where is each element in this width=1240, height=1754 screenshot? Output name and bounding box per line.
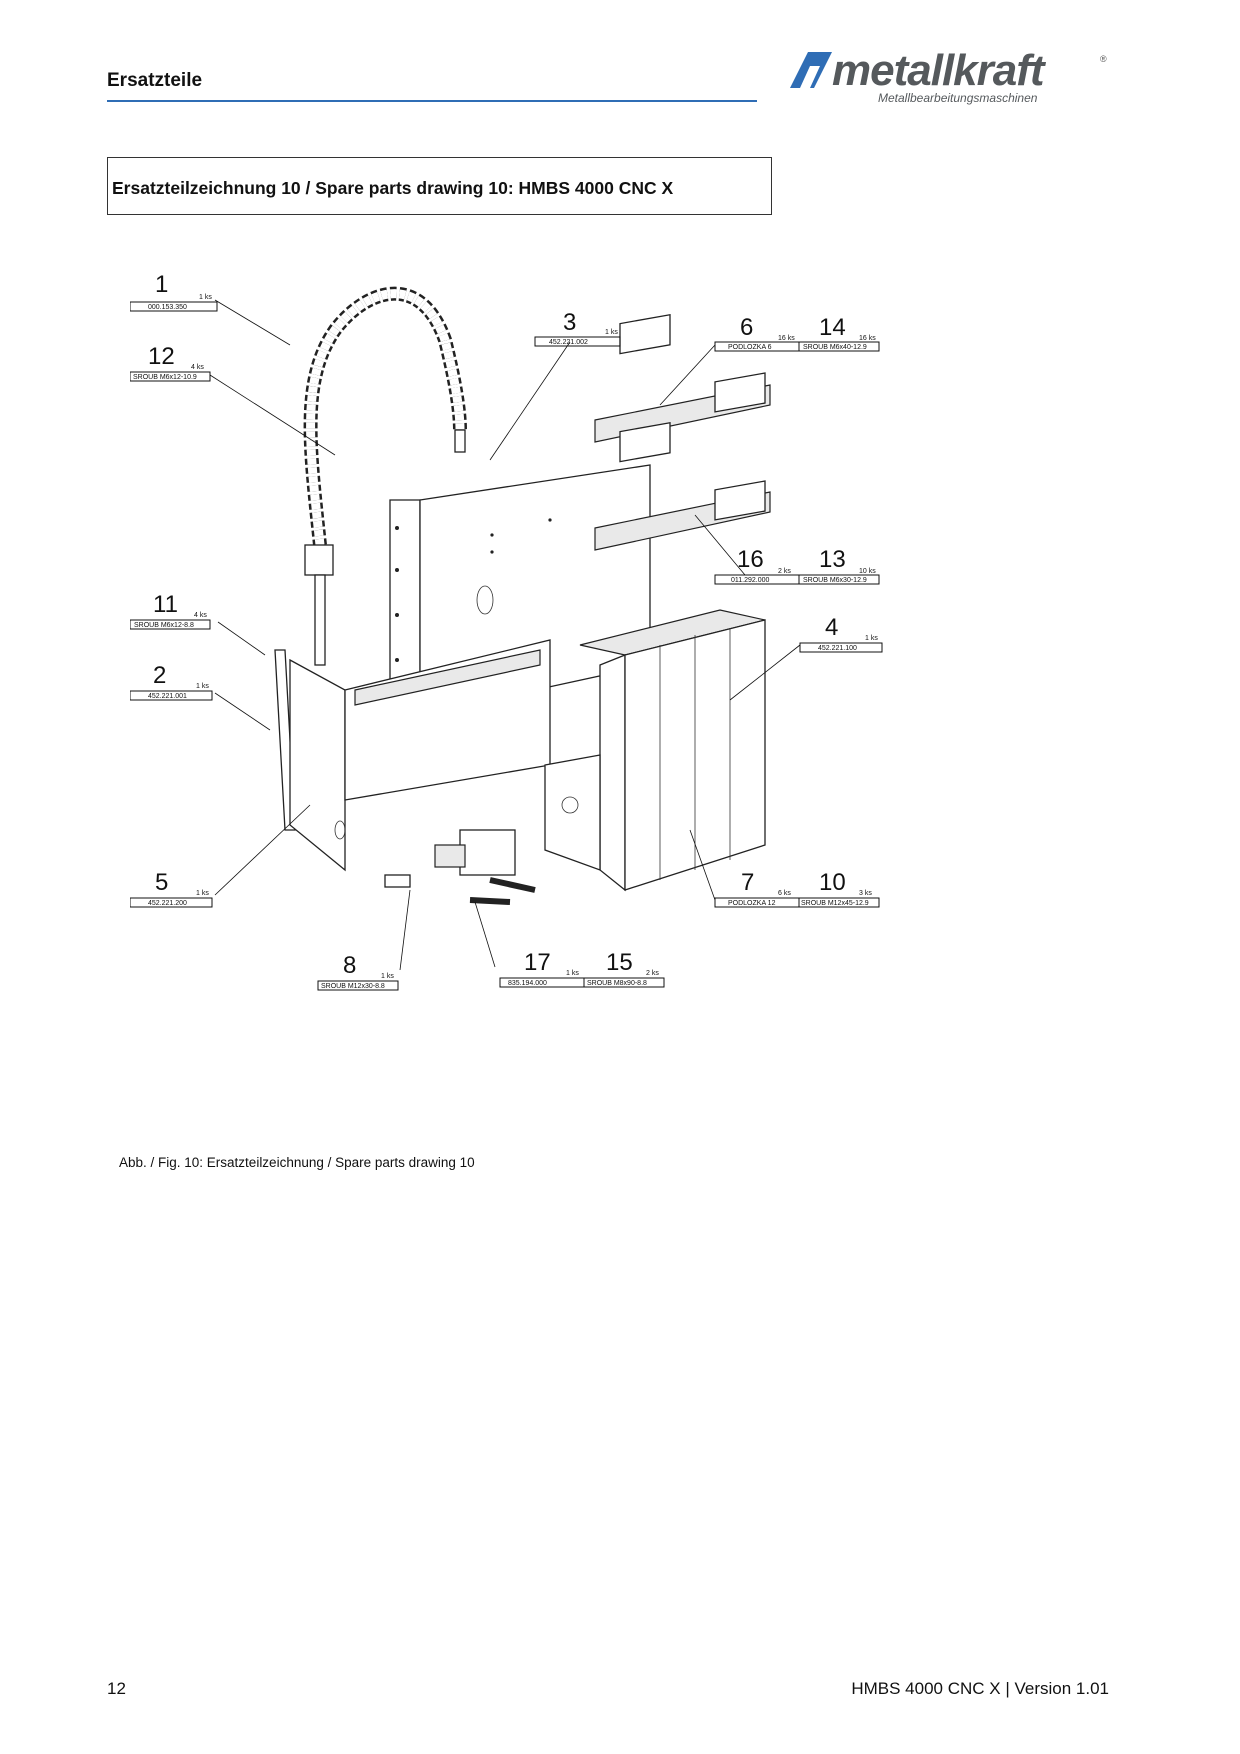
lower-linear-rail-part (594, 422, 771, 551)
svg-text:5: 5 (155, 869, 168, 896)
svg-text:13: 13 (819, 546, 846, 573)
logo-wordmark: metallkraft (832, 46, 1045, 95)
svg-text:1 ks: 1 ks (865, 635, 878, 642)
svg-text:1: 1 (155, 271, 168, 298)
svg-text:2 ks: 2 ks (646, 970, 659, 977)
svg-text:452.221.100: 452.221.100 (818, 645, 857, 652)
screw-part (384, 874, 411, 888)
svg-text:16 ks: 16 ks (778, 335, 795, 342)
part-label-8: 8 1 ks SROUB M12x30-8.8 (317, 952, 399, 991)
svg-text:SROUB M6x40-12.9: SROUB M6x40-12.9 (803, 344, 867, 351)
svg-text:PODLOZKA 6: PODLOZKA 6 (728, 344, 772, 351)
svg-text:835.194.000: 835.194.000 (508, 980, 547, 987)
svg-text:2: 2 (153, 662, 166, 689)
brand-logo: metallkraft ® Metallbearbeitungsmaschine… (780, 44, 1110, 108)
svg-text:SROUB M12x45-12.9: SROUB M12x45-12.9 (801, 900, 869, 907)
svg-text:4: 4 (825, 614, 838, 641)
svg-text:7: 7 (741, 869, 754, 896)
svg-text:1 ks: 1 ks (605, 329, 618, 336)
svg-text:3 ks: 3 ks (859, 890, 872, 897)
svg-text:6: 6 (740, 314, 753, 341)
part-label-7: 7 6 ks PODLOZKA 12 (714, 869, 800, 908)
document-version: HMBS 4000 CNC X | Version 1.01 (851, 1679, 1109, 1698)
svg-text:10: 10 (819, 869, 846, 896)
logo-mark-icon (790, 52, 832, 88)
svg-text:SROUB M12x30-8.8: SROUB M12x30-8.8 (321, 983, 385, 990)
svg-text:011.292.000: 011.292.000 (731, 577, 770, 584)
part-label-2: 2 1 ks 452.221.001 (130, 662, 213, 701)
header-rule (107, 100, 757, 102)
svg-text:PODLOZKA 12: PODLOZKA 12 (728, 900, 776, 907)
svg-text:14: 14 (819, 314, 846, 341)
leader-lines (209, 299, 801, 971)
part-label-5: 5 1 ks 452.221.200 (130, 869, 213, 908)
part-label-15: 15 2 ks SROUB M8x90-8.8 (583, 949, 665, 988)
svg-text:10 ks: 10 ks (859, 568, 876, 575)
coolant-hose-part (303, 286, 467, 666)
svg-text:SROUB M8x90-8.8: SROUB M8x90-8.8 (587, 980, 647, 987)
part-label-12: 12 4 ks SROUB M6x12-10.9 (130, 343, 211, 382)
svg-text:SROUB M6x12-10.9: SROUB M6x12-10.9 (133, 374, 197, 381)
svg-text:15: 15 (606, 949, 633, 976)
svg-text:11: 11 (153, 591, 178, 618)
part-label-3: 3 1 ks 452.221.002 (534, 309, 621, 347)
part-label-4: 4 1 ks 452.221.100 (799, 614, 883, 653)
page-number: 12 (107, 1679, 126, 1698)
angle-bracket-part (289, 639, 551, 872)
svg-text:6 ks: 6 ks (778, 890, 791, 897)
part-label-10: 10 3 ks SROUB M12x45-12.9 (798, 869, 880, 908)
svg-text:1 ks: 1 ks (381, 973, 394, 980)
svg-text:8: 8 (343, 952, 356, 979)
svg-text:1 ks: 1 ks (196, 683, 209, 690)
svg-text:452.221.200: 452.221.200 (148, 900, 187, 907)
svg-text:452.221.002: 452.221.002 (549, 339, 588, 346)
part-label-17: 17 1 ks 835.194.000 (499, 949, 585, 988)
part-label-13: 13 10 ks SROUB M6x30-12.9 (798, 546, 880, 585)
svg-text:SROUB M6x30-12.9: SROUB M6x30-12.9 (803, 577, 867, 584)
part-label-16: 16 2 ks 011.292.000 (714, 546, 800, 585)
housing-frame-part (544, 609, 766, 892)
figure-caption: Abb. / Fig. 10: Ersatzteilzeichnung / Sp… (119, 1155, 475, 1170)
part-label-14: 14 16 ks SROUB M6x40-12.9 (798, 314, 880, 352)
svg-text:2 ks: 2 ks (778, 568, 791, 575)
svg-text:000.153.350: 000.153.350 (148, 304, 187, 311)
svg-text:1 ks: 1 ks (566, 970, 579, 977)
svg-text:1 ks: 1 ks (196, 890, 209, 897)
svg-text:12: 12 (148, 343, 175, 370)
part-label-11: 11 4 ks SROUB M6x12-8.8 (130, 591, 211, 630)
svg-text:1 ks: 1 ks (199, 294, 212, 301)
svg-text:3: 3 (563, 309, 576, 336)
svg-text:4 ks: 4 ks (191, 364, 204, 371)
drawing-title-box: Ersatzteilzeichnung 10 / Spare parts dra… (107, 157, 772, 215)
svg-text:16 ks: 16 ks (859, 335, 876, 342)
svg-text:SROUB M6x12-8.8: SROUB M6x12-8.8 (134, 622, 194, 629)
logo-subtitle: Metallbearbeitungsmaschinen (878, 91, 1038, 105)
svg-text:452.221.001: 452.221.001 (148, 693, 187, 700)
svg-text:17: 17 (524, 949, 551, 976)
svg-text:4 ks: 4 ks (194, 612, 207, 619)
spare-parts-drawing: 1 1 ks 000.153.350 12 4 ks SROUB M6x12-1… (130, 271, 883, 991)
section-title: Ersatzteile (107, 70, 203, 91)
drawing-title: Ersatzteilzeichnung 10 / Spare parts dra… (112, 178, 674, 198)
pneumatic-cylinder-part (434, 829, 536, 905)
logo-registered-mark: ® (1100, 54, 1107, 64)
svg-text:16: 16 (737, 546, 764, 573)
part-label-1: 1 1 ks 000.153.350 (130, 271, 218, 312)
part-label-6: 6 16 ks PODLOZKA 6 (714, 314, 800, 352)
